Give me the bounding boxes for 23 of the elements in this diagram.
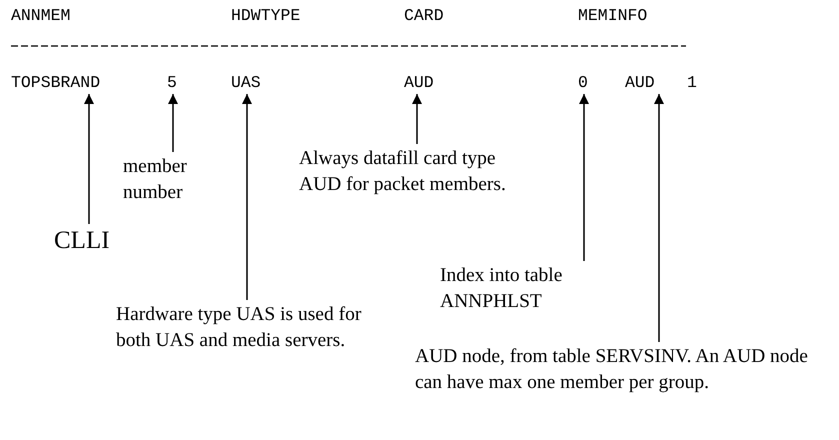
field-value: UAS (231, 73, 261, 92)
field-value: 0 (578, 73, 588, 92)
arrow (84, 94, 94, 224)
column-header: MEMINFO (578, 6, 648, 25)
field-value: TOPSBRAND (11, 73, 100, 92)
arrow (579, 94, 589, 261)
field-value: AUD (625, 73, 655, 92)
callout-text: Hardware type UAS is used for both UAS and media servers. (116, 302, 366, 354)
column-header: CARD (404, 6, 444, 25)
column-header: HDWTYPE (231, 6, 300, 25)
arrow (412, 94, 422, 144)
callout-text: AUD node, from table SERVSINV. An AUD node can have max one member per group. (415, 344, 835, 396)
arrow (168, 94, 178, 152)
arrow (654, 94, 664, 342)
callout-text: Always datafill card type AUD for packet members. (299, 146, 529, 198)
callout-label: CLLI (54, 226, 110, 256)
column-header: ANNMEM (11, 6, 70, 25)
arrow (242, 94, 252, 300)
callout-text: member number (123, 154, 223, 206)
field-value: 1 (687, 73, 697, 92)
field-value: 5 (167, 73, 177, 92)
callout-text: Index into table ANNPHLST (440, 263, 630, 315)
field-value: AUD (404, 73, 434, 92)
